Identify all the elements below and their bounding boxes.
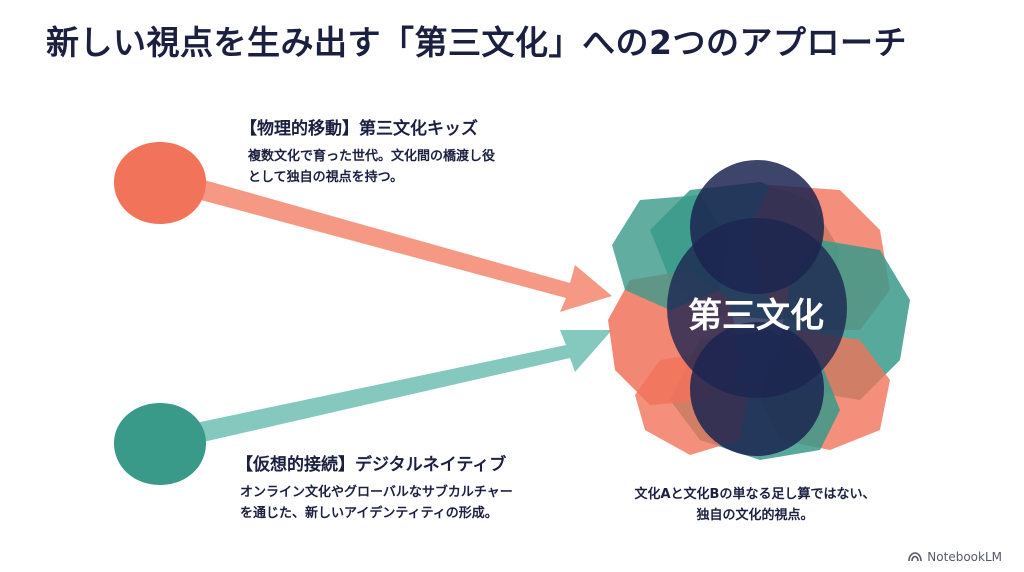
physical-node [114, 142, 206, 224]
virtual-description: オンライン文化やグローバルなサブカルチャー を通じた、新しいアイデンティティの形… [240, 482, 513, 524]
virtual-line-2: を通じた、新しいアイデンティティの形成。 [240, 506, 498, 521]
center-label: 第三文化 [688, 296, 824, 336]
virtual-heading: 【仮想的接続】デジタルネイティブ [236, 455, 507, 475]
caption-line-2: 独自の文化的視点。 [696, 508, 814, 523]
virtual-line-1: オンライン文化やグローバルなサブカルチャー [240, 485, 513, 500]
center-caption: 文化Aと文化Bの単なる足し算ではない、 独自の文化的視点。 [590, 484, 920, 526]
physical-line-1: 複数文化で育った世代。文化間の橋渡し役 [248, 149, 496, 164]
physical-description: 複数文化で育った世代。文化間の橋渡し役 として独自の視点を持つ。 [248, 146, 495, 188]
branding: NotebookLM [908, 550, 1002, 564]
virtual-node [114, 403, 206, 485]
notebooklm-icon [908, 552, 923, 562]
physical-heading: 【物理的移動】第三文化キッズ [240, 119, 478, 139]
third-culture-cluster [608, 160, 910, 460]
virtual-arrow [186, 330, 612, 445]
page-title: 新しい視点を生み出す「第三文化」への2つのアプローチ [46, 23, 907, 62]
physical-arrow [186, 176, 612, 312]
physical-line-2: として独自の視点を持つ。 [248, 170, 404, 185]
caption-line-1: 文化Aと文化Bの単なる足し算ではない、 [634, 487, 876, 502]
brand-name: NotebookLM [927, 550, 1002, 564]
